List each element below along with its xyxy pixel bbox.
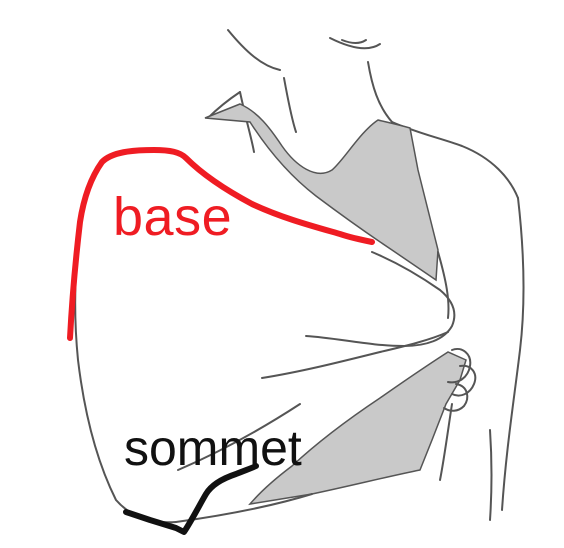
sommet-label: sommet [124, 423, 302, 473]
base-label: base [113, 190, 232, 244]
